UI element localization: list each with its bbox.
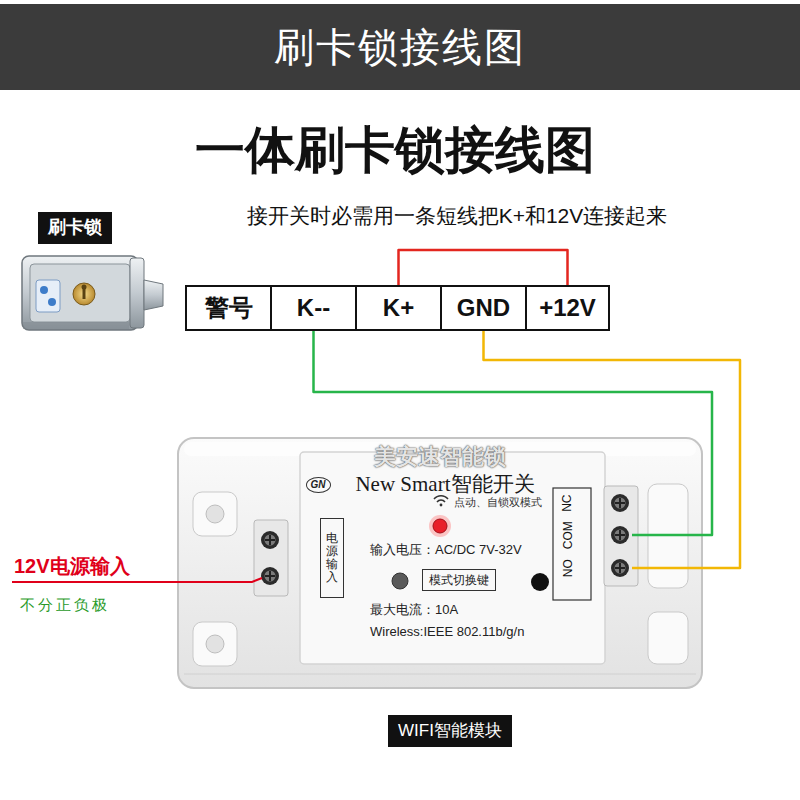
node-label: 电源输入 — [326, 532, 338, 585]
watermark: 美安速智能锁 — [374, 444, 506, 470]
relay-label-frame — [553, 488, 591, 600]
latch-bolt — [144, 280, 163, 310]
terminal-block — [254, 520, 288, 596]
mounting-tab — [193, 622, 237, 666]
power-input-note: 12V电源输入 — [14, 554, 130, 578]
wifi-icon — [434, 496, 448, 502]
terminal-screw — [615, 563, 626, 574]
subtitle: 一体刷卡锁接线图 — [195, 120, 595, 180]
terminal-cell: K-- — [270, 285, 357, 331]
mounting-tab — [193, 492, 237, 536]
sticker-dot — [48, 298, 56, 306]
node-label: NO — [561, 559, 575, 577]
housing-edge — [184, 674, 696, 675]
screw-slot — [615, 530, 625, 540]
keyhole — [82, 285, 87, 290]
brand-logo: GN — [306, 477, 331, 493]
reset-hole — [392, 573, 408, 589]
wiring-note: 接开关时必需用一条短线把K+和12V连接起来 — [247, 203, 668, 228]
screw-slot — [615, 498, 625, 508]
terminal-cell: +12V — [525, 285, 610, 331]
screw-slot — [265, 535, 275, 545]
mounting-tab — [648, 612, 688, 664]
mounting-hole — [206, 635, 224, 653]
terminal-screw — [611, 526, 629, 544]
card-lock-photo — [22, 256, 163, 330]
node-label: NC — [561, 494, 575, 511]
wire — [399, 250, 568, 285]
lock-body — [22, 256, 138, 330]
card-sticker — [36, 280, 60, 312]
title-text: 刷卡锁接线图 — [274, 23, 526, 71]
terminal-screw — [615, 530, 626, 541]
node-label: GND — [457, 294, 510, 323]
power-input-label: 电源输入 — [320, 518, 344, 598]
strike-plate — [130, 258, 144, 328]
terminal-screw — [261, 531, 279, 549]
terminal-screw — [611, 494, 629, 512]
node-label: K-- — [297, 294, 330, 323]
node-label: +12V — [539, 294, 596, 323]
mode-key-label: 模式切换键 — [422, 569, 496, 591]
node-label: 模式切换键 — [429, 573, 489, 587]
node-label: WIFI智能模块 — [398, 721, 502, 741]
terminal-screw — [265, 535, 276, 546]
lock-face — [30, 264, 130, 322]
terminal-cell: K+ — [355, 285, 442, 331]
face-panel — [300, 452, 605, 664]
node-text: 最大电流：10A — [370, 602, 458, 618]
node-label: New Smart智能开关 — [355, 472, 534, 497]
node-text: 输入电压：AC/DC 7V-32V — [370, 542, 522, 558]
title-banner: 刷卡锁接线图 — [0, 4, 800, 90]
node-label: 警号 — [205, 294, 253, 323]
terminal-screw — [615, 498, 626, 509]
power-leader-line — [12, 578, 262, 582]
wifi-module: 电源输入模式切换键 NC COM NO New Smart智能开关点动、自锁双模式输入电… — [178, 438, 702, 688]
relay-terminal: COM — [556, 519, 632, 551]
lock-shadow — [23, 322, 129, 329]
wire — [484, 331, 741, 568]
terminal-screw — [265, 571, 276, 582]
wifi-icon — [440, 504, 443, 507]
terminal-cell: GND — [440, 285, 527, 331]
mode-button — [531, 573, 549, 591]
node-text: Wireless:IEEE 802.11b/g/n — [370, 624, 524, 640]
terminal-screw — [261, 567, 279, 585]
key-cylinder — [73, 283, 95, 305]
relay-terminal: NC — [556, 489, 632, 517]
screw-slot — [615, 563, 625, 573]
node-label: K+ — [383, 294, 414, 323]
sticker-dot — [40, 286, 48, 294]
terminal-screw — [611, 559, 629, 577]
polarity-note: 不分正负极 — [20, 596, 110, 614]
module-name-tag: WIFI智能模块 — [388, 715, 512, 747]
wifi-module-housing — [178, 438, 702, 688]
node-label: COM — [561, 521, 575, 549]
lock-name-tag: 刷卡锁 — [38, 212, 112, 244]
wire — [314, 331, 713, 535]
relay-terminal: NO — [556, 554, 632, 582]
led-glow — [429, 515, 451, 537]
screw-slot — [265, 571, 275, 581]
housing-body — [178, 438, 702, 688]
node-text: 点动、自锁双模式 — [454, 496, 542, 509]
terminal-cell: 警号 — [185, 285, 272, 331]
node-label: 刷卡锁 — [48, 217, 102, 239]
status-led — [433, 519, 447, 533]
mounting-hole — [206, 505, 224, 523]
